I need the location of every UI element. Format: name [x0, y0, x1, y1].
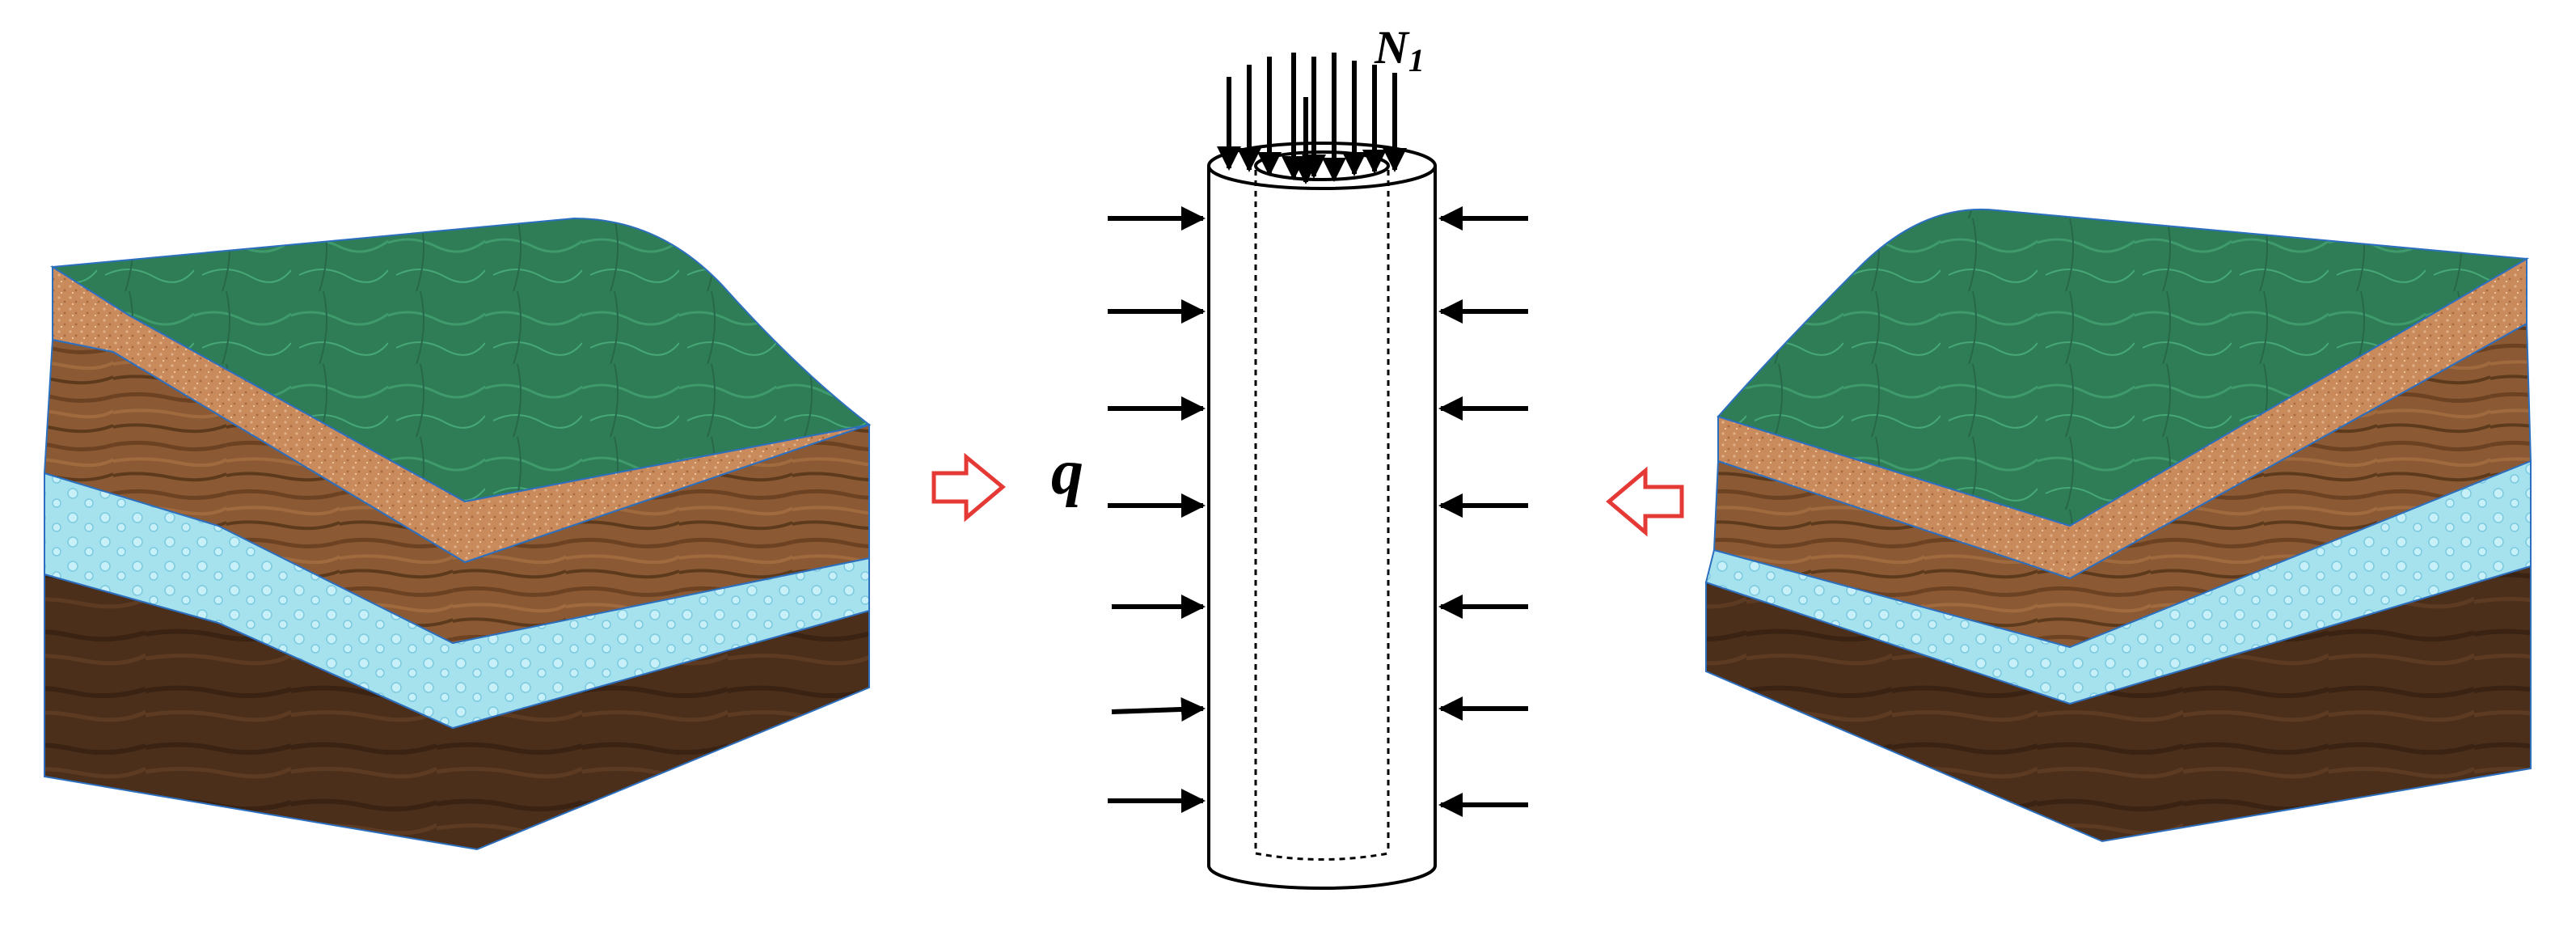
axial-load-subscript: 1 [1408, 42, 1425, 78]
pile-body [1207, 166, 1437, 890]
right-pointing-hollow-arrow-icon [931, 452, 1006, 523]
pile-inner-bottom [1255, 852, 1389, 861]
left-soil-block [43, 217, 872, 851]
axial-load-arrows [1217, 53, 1407, 184]
pile-cylinder [1207, 142, 1437, 890]
lateral-arrow-left [1111, 696, 1206, 722]
left-pointing-hollow-arrow-icon [1606, 466, 1684, 537]
right-grass-surface [1717, 208, 2530, 527]
axial-load-symbol: N [1374, 21, 1410, 74]
right-soil-block [1704, 208, 2532, 843]
right-lateral-arrows [1438, 206, 1528, 817]
pile-top-outer [1207, 142, 1437, 190]
lateral-pressure-label: q [1051, 437, 1083, 508]
left-grass-surface [49, 217, 872, 503]
axial-load-label: N1 [1374, 21, 1425, 78]
left-lateral-arrows [1108, 206, 1206, 813]
